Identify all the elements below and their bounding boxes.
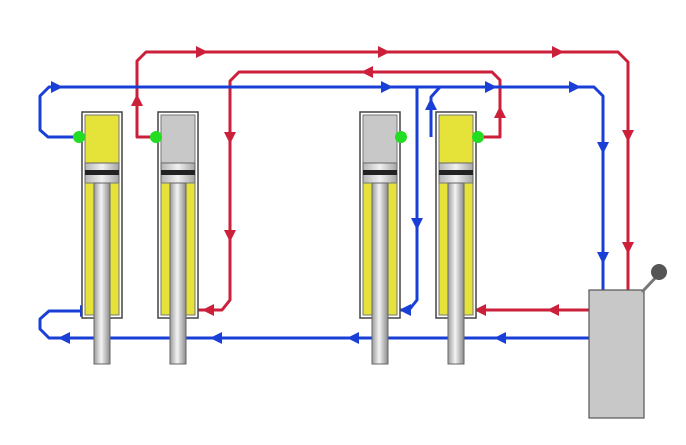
cap-chamber: [160, 114, 196, 164]
flow-arrow-icon: [381, 81, 393, 93]
piston-seal: [439, 170, 473, 175]
flow-arrows: [51, 46, 634, 344]
lever-knob: [651, 264, 667, 280]
line-segment: [38, 85, 605, 290]
piston-rod: [447, 182, 465, 365]
line-segment: [38, 309, 590, 340]
flow-arrow-icon: [411, 218, 423, 230]
flow-arrow-icon: [622, 242, 634, 254]
flow-arrow-icon: [494, 106, 506, 118]
piston-rod: [169, 182, 187, 365]
cap-chamber: [438, 114, 474, 164]
flow-arrow-icon: [425, 98, 437, 110]
line-segment: [135, 50, 630, 290]
port-indicator-icon: [395, 131, 407, 143]
cylinder-3: [359, 111, 401, 365]
piston-rod: [93, 182, 111, 365]
port-indicators: [73, 131, 484, 143]
port-indicator-icon: [472, 131, 484, 143]
port-indicator-icon: [73, 131, 85, 143]
piston-seal: [85, 170, 119, 175]
flow-arrow-icon: [131, 94, 143, 106]
flow-arrow-icon: [224, 230, 236, 242]
flow-arrow-icon: [597, 142, 609, 154]
cap-chamber: [362, 114, 398, 164]
cap-chamber: [84, 114, 120, 164]
cylinder-4: [435, 111, 477, 365]
piston-rod: [371, 182, 389, 365]
control-valve: [588, 264, 667, 419]
flow-arrow-icon: [597, 252, 609, 264]
flow-arrow-icon: [474, 304, 486, 316]
flow-arrow-icon: [547, 304, 559, 316]
piston-seal: [161, 170, 195, 175]
flow-arrow-icon: [361, 66, 373, 78]
piston-seal: [363, 170, 397, 175]
flow-arrow-icon: [569, 81, 581, 93]
flow-arrow-icon: [202, 304, 214, 316]
cylinder-2: [157, 111, 199, 365]
flow-arrow-icon: [347, 332, 359, 344]
hydraulic-lines: [38, 50, 630, 340]
flow-arrow-icon: [485, 81, 497, 93]
flow-arrow-icon: [399, 304, 411, 316]
port-indicator-icon: [150, 131, 162, 143]
flow-arrow-icon: [622, 130, 634, 142]
cylinder-1: [81, 111, 123, 365]
flow-arrow-icon: [58, 332, 70, 344]
control-valve-icon: [588, 289, 645, 419]
cylinders: [81, 111, 477, 365]
flow-arrow-icon: [494, 332, 506, 344]
flow-arrow-icon: [51, 81, 63, 93]
line-segment: [429, 85, 442, 137]
flow-arrow-icon: [196, 46, 208, 58]
flow-arrow-icon: [378, 46, 390, 58]
flow-arrow-icon: [552, 46, 564, 58]
flow-arrow-icon: [224, 132, 236, 144]
flow-arrow-icon: [210, 332, 222, 344]
